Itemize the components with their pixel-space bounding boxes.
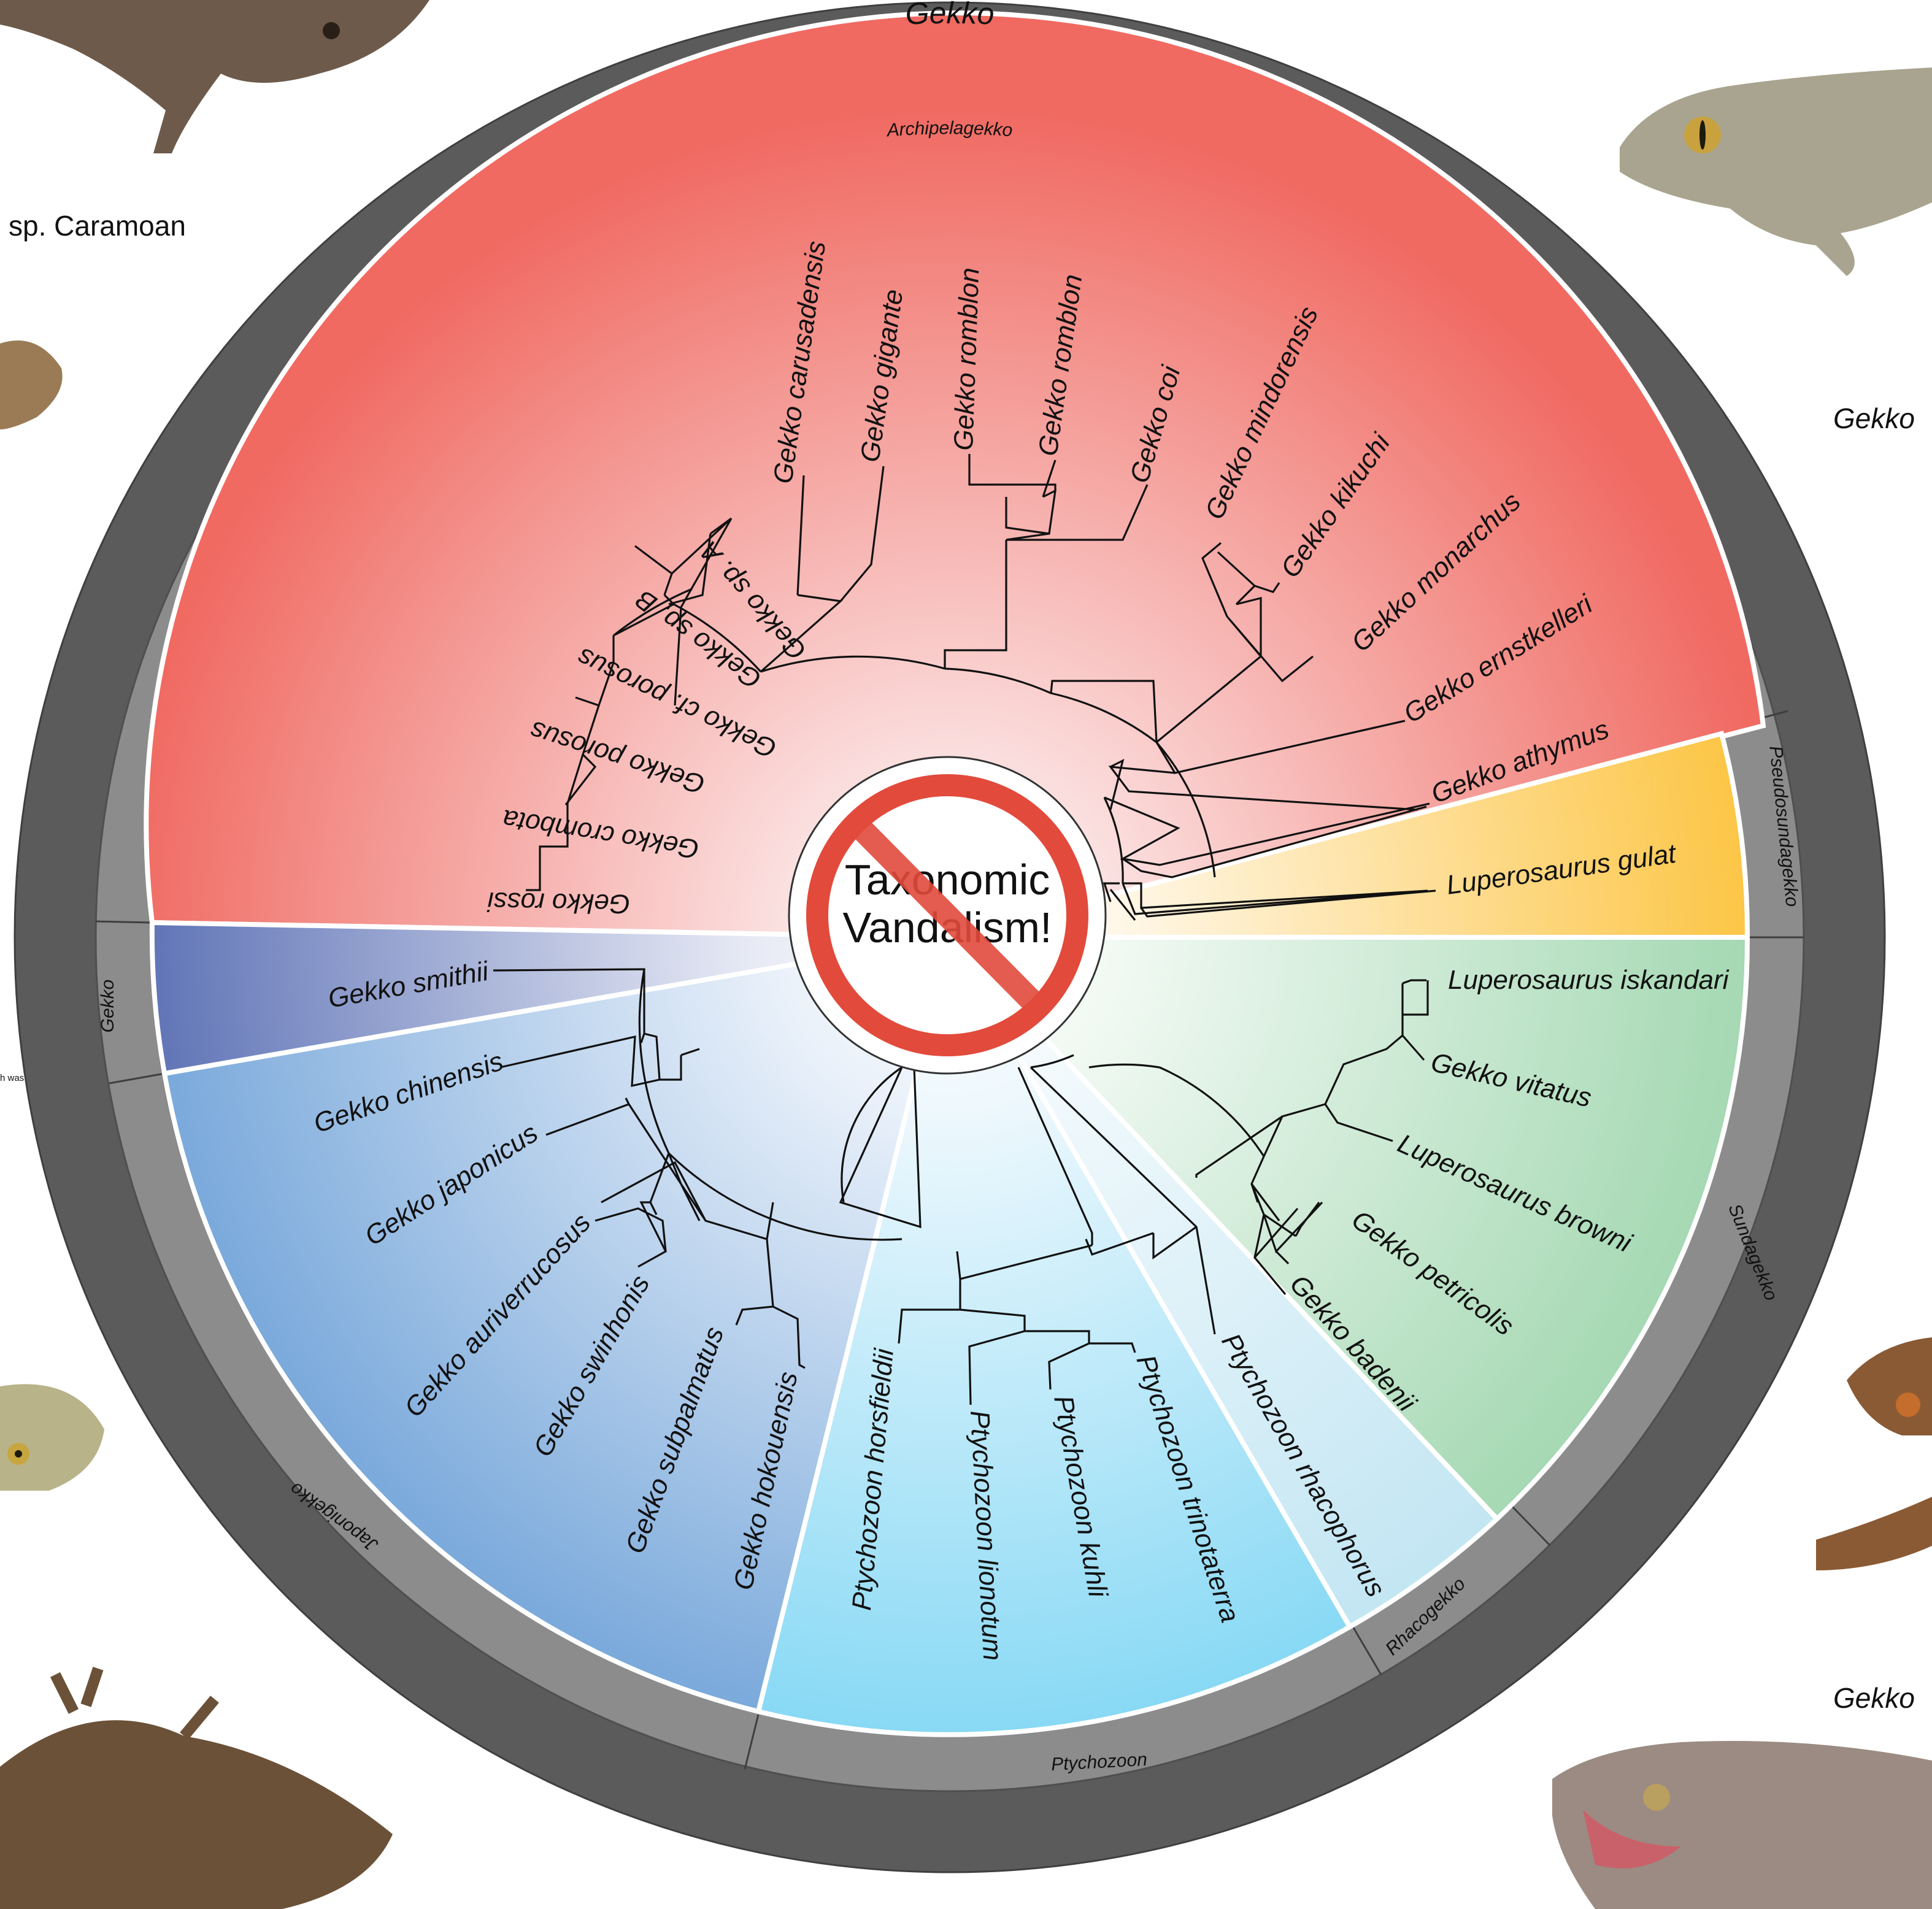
taxonomic-vandalism-badge: Taxonomic Vandalism!: [789, 757, 1106, 1074]
center-line-1: Taxonomic: [845, 856, 1050, 904]
caption-gekko-right-lower: Gekko: [1833, 1682, 1915, 1714]
subgenus-label-archipelagekko: Archipelagekko: [885, 118, 1014, 140]
outer-ring-label: Gekko: [905, 0, 995, 31]
taxon-label: Luperosaurus iskandari: [1448, 965, 1730, 995]
gecko-photo-top-right: [1620, 67, 1932, 276]
subgenus-label-gekko: Gekko: [98, 980, 118, 1033]
gecko-photo-right-middle: [1816, 1337, 1932, 1570]
taxon-label: Gekko romblon: [949, 267, 985, 451]
gecko-photo-bottom-right: [1552, 1741, 1932, 1909]
taxon-label: Gekko rossi: [487, 886, 630, 919]
gecko-photo-left-upper: [0, 340, 63, 429]
gecko-photo-bottom-left: [0, 1669, 393, 1909]
caption-gekko-right-upper: Gekko: [1833, 402, 1915, 434]
caption-sp-caramoan: sp. Caramoan: [9, 210, 186, 242]
gecko-photo-left-middle: [0, 1384, 104, 1491]
gecko-photo-top-left: [0, 0, 429, 153]
